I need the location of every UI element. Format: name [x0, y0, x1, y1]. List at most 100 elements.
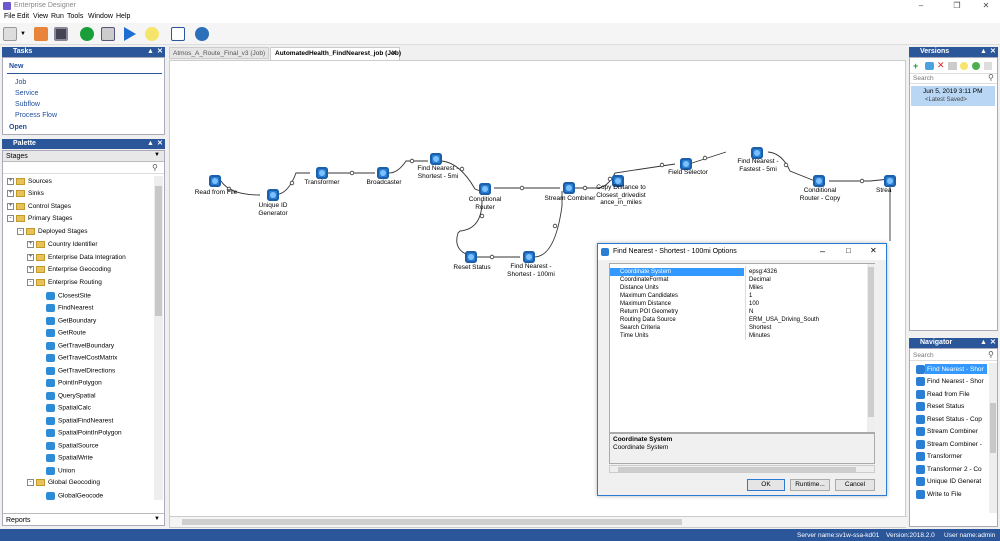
stage-gettraveldirections[interactable]: GetTravelDirections — [46, 367, 115, 375]
scrollbar-thumb[interactable] — [868, 267, 874, 417]
tree-global-geocoding[interactable]: -Global Geocoding — [27, 479, 100, 486]
collapse-icon[interactable]: - — [27, 479, 34, 486]
reports-dropdown[interactable]: Reports ▼ — [3, 513, 164, 525]
new-icon[interactable] — [3, 27, 17, 41]
minimize-button[interactable]: – — [820, 246, 826, 256]
version-entry[interactable]: Jun 5, 2019 3:11 PM <Latest Saved> — [911, 86, 995, 106]
collapse-icon[interactable]: - — [27, 279, 34, 286]
delete-icon[interactable]: ✕ — [937, 60, 945, 70]
scrollbar-thumb[interactable] — [182, 519, 682, 525]
close-icon[interactable]: ✕ — [157, 48, 163, 55]
stage-getboundary[interactable]: GetBoundary — [46, 317, 96, 325]
stage-closestsite[interactable]: ClosestSite — [46, 292, 91, 300]
node-broadcaster[interactable] — [377, 167, 389, 179]
chevron-down-icon[interactable]: ▼ — [154, 516, 160, 522]
node-conditional-router-copy[interactable] — [813, 175, 825, 187]
node-find-nearest-shortest-100mi[interactable] — [523, 251, 535, 263]
tab-atmos-route[interactable]: Atmos_A_Route_Final_v3 (Job) — [169, 47, 269, 59]
versions-search-input[interactable] — [910, 73, 997, 84]
globe-icon[interactable] — [195, 27, 209, 41]
navigator-scrollbar[interactable] — [989, 363, 997, 513]
stage-spatialfindnearest[interactable]: SpatialFindNearest — [46, 417, 113, 425]
restore-button[interactable]: ❐ — [953, 1, 961, 10]
node-unique-id-generator[interactable] — [267, 189, 279, 201]
navigator-item[interactable]: Stream Combiner - — [927, 441, 982, 448]
tree-control-stages[interactable]: +Control Stages — [7, 203, 71, 211]
pin-icon[interactable]: ▲ — [980, 339, 987, 346]
tree-enterprise-routing[interactable]: -Enterprise Routing — [27, 279, 102, 286]
open-icon[interactable] — [34, 27, 48, 41]
tree-primary-stages[interactable]: -Primary Stages — [7, 215, 72, 222]
palette-scrollbar[interactable] — [154, 176, 163, 500]
navigator-item[interactable]: Transformer 2 - Co — [927, 466, 982, 473]
node-stream-combiner-2[interactable] — [884, 175, 896, 187]
stage-queryspatial[interactable]: QuerySpatial — [46, 392, 96, 400]
expand-icon[interactable]: + — [7, 178, 14, 185]
node-field-selector[interactable] — [680, 158, 692, 170]
search-icon[interactable]: ⚲ — [152, 163, 158, 172]
grid-icon[interactable] — [101, 27, 115, 41]
lightbulb-icon[interactable] — [145, 27, 159, 41]
node-transformer[interactable] — [316, 167, 328, 179]
tree-country-identifier[interactable]: +Country Identifier — [27, 241, 98, 249]
expand-icon[interactable]: + — [27, 241, 34, 248]
menu-run[interactable]: Run — [51, 13, 64, 20]
tab-automatedhealth[interactable]: AutomatedHealth_FindNearest_job (Job) ✕ — [270, 47, 401, 60]
task-process-flow[interactable]: Process Flow — [15, 112, 58, 119]
menu-help[interactable]: Help — [116, 13, 131, 20]
stage-spatialpointinpolygon[interactable]: SpatialPointInPolygon — [46, 429, 122, 437]
collapse-icon[interactable]: - — [17, 228, 24, 235]
chevron-down-icon[interactable]: ▼ — [20, 31, 26, 37]
navigator-item[interactable]: Transformer — [927, 453, 963, 460]
tasks-open[interactable]: Open — [9, 124, 27, 131]
lightbulb-icon[interactable] — [960, 62, 968, 70]
navigator-item[interactable]: Find Nearest - Shor — [927, 366, 984, 373]
close-icon[interactable]: ✕ — [391, 50, 397, 57]
stage-getroute[interactable]: GetRoute — [46, 329, 86, 337]
navigator-item[interactable]: Find Nearest - Shor — [927, 378, 984, 385]
close-icon[interactable]: ✕ — [990, 339, 996, 346]
tree-enterprise-data-integration[interactable]: +Enterprise Data Integration — [27, 254, 126, 262]
navigator-search-input[interactable] — [910, 350, 997, 361]
tree-enterprise-geocoding[interactable]: +Enterprise Geocoding — [27, 266, 111, 274]
maximize-button[interactable]: □ — [846, 246, 851, 255]
expand-icon[interactable]: + — [27, 254, 34, 261]
node-find-nearest-shortest-5mi[interactable] — [430, 153, 442, 165]
expand-icon[interactable]: + — [27, 266, 34, 273]
navigator-item[interactable]: Reset Status — [927, 403, 965, 410]
pin-icon[interactable]: ▲ — [980, 48, 987, 55]
validate-icon[interactable] — [80, 27, 94, 41]
stage-findnearest[interactable]: FindNearest — [46, 304, 93, 312]
close-dialog-button[interactable]: ✕ — [870, 246, 877, 255]
property-row-selected[interactable] — [610, 268, 744, 276]
refresh-icon[interactable] — [972, 62, 980, 70]
stage-gettravelcostmatrix[interactable]: GetTravelCostMatrix — [46, 354, 117, 362]
compare-icon[interactable] — [948, 62, 957, 70]
copy-icon[interactable] — [925, 62, 934, 70]
navigator-item[interactable]: Read from File — [927, 391, 970, 398]
navigator-item[interactable]: Stream Combiner — [927, 428, 978, 435]
runtime-button[interactable]: Runtime... — [790, 479, 830, 491]
tree-deployed-stages[interactable]: -Deployed Stages — [17, 228, 88, 235]
close-icon[interactable]: ✕ — [157, 140, 163, 147]
stage-spatialcalc[interactable]: SpatialCalc — [46, 404, 91, 412]
collapse-icon[interactable]: - — [7, 215, 14, 222]
navigator-item[interactable]: Unique ID Generat — [927, 478, 982, 485]
task-service[interactable]: Service — [15, 90, 39, 97]
node-find-nearest-fastest-5mi[interactable] — [751, 147, 763, 159]
node-stream-combiner[interactable] — [563, 182, 575, 194]
node-read-from-file[interactable] — [209, 175, 221, 187]
scrollbar-thumb[interactable] — [155, 186, 162, 316]
stage-spatialsource[interactable]: SpatialSource — [46, 442, 98, 450]
stage-pointinpolygon[interactable]: PointInPolygon — [46, 379, 102, 387]
document-icon[interactable] — [171, 27, 185, 41]
node-reset-status[interactable] — [465, 251, 477, 263]
task-job[interactable]: Job — [15, 79, 27, 86]
property-grid-scrollbar[interactable] — [867, 264, 875, 432]
